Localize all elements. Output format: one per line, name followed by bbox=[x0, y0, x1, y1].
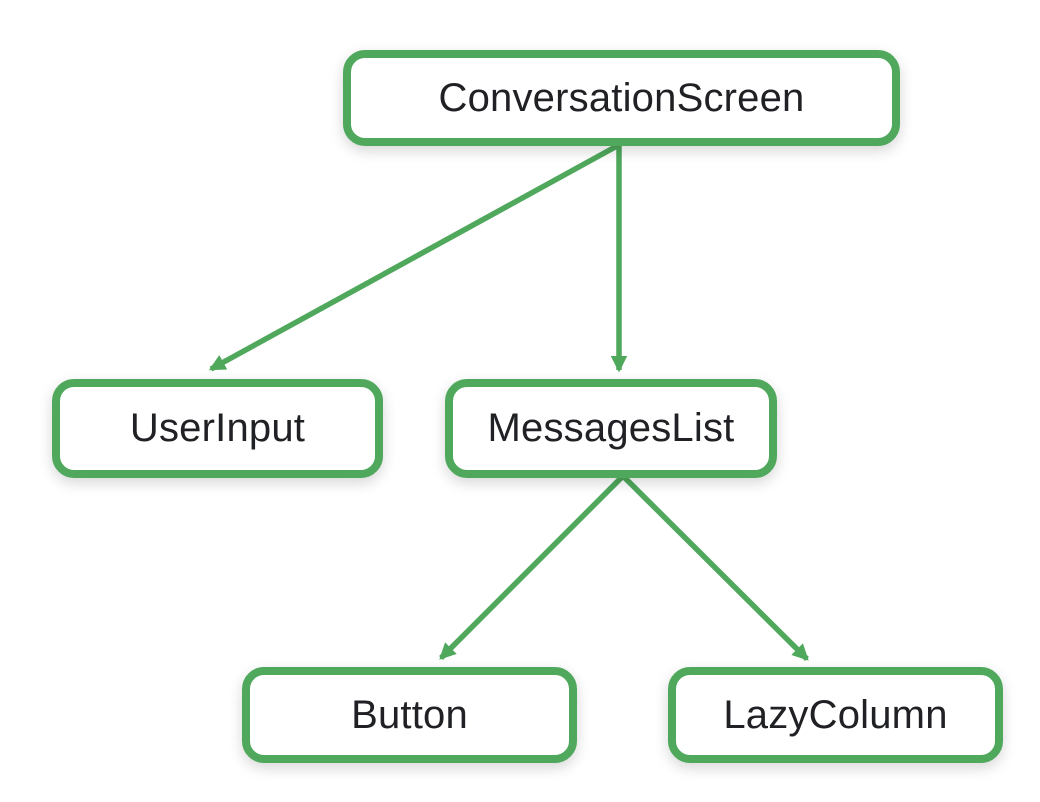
node-user-input: UserInput bbox=[52, 379, 383, 478]
node-messages-list: MessagesList bbox=[445, 379, 777, 478]
edge-messageslist-button bbox=[439, 474, 625, 660]
node-lazy-column: LazyColumn bbox=[668, 667, 1003, 763]
node-button-label: Button bbox=[351, 692, 468, 737]
node-messages-list-label: MessagesList bbox=[487, 406, 735, 450]
node-button: Button bbox=[242, 667, 577, 763]
node-user-input-label: UserInput bbox=[129, 406, 306, 450]
edge-messageslist-lazycolumn bbox=[621, 474, 809, 661]
node-lazy-column-label: LazyColumn bbox=[723, 692, 948, 737]
node-conversation-screen-label: ConversationScreen bbox=[438, 75, 805, 120]
edge-conversationscreen-userinput bbox=[208, 143, 619, 372]
node-conversation-screen: ConversationScreen bbox=[343, 50, 900, 146]
